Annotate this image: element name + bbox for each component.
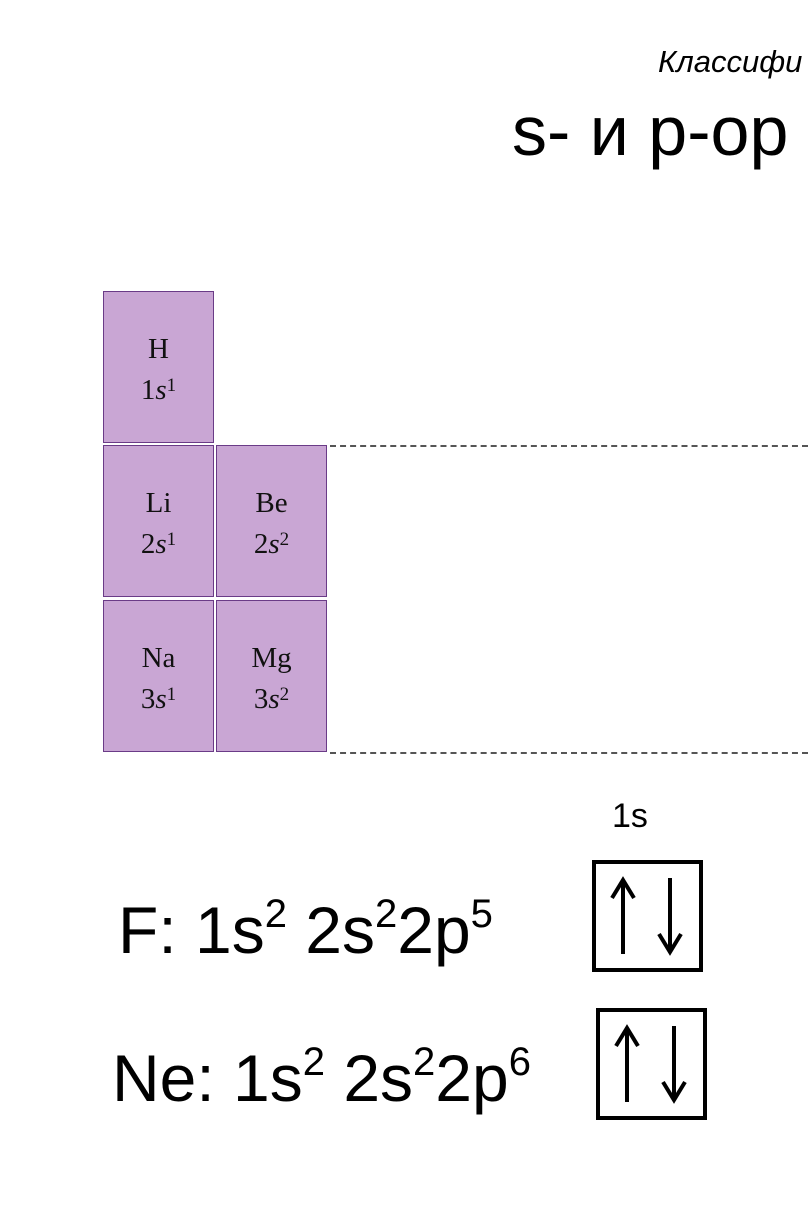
element-config: 1s1 bbox=[140, 374, 177, 406]
element-config: 3s2 bbox=[253, 683, 290, 715]
element-cell-mg: Mg 3s2 bbox=[216, 600, 327, 752]
element-symbol: H bbox=[148, 333, 169, 365]
down-arrow-icon bbox=[657, 878, 683, 956]
up-arrow-icon bbox=[614, 1024, 640, 1102]
element-cell-na: Na 3s1 bbox=[103, 600, 214, 752]
slide-title: s- и p-ор bbox=[512, 92, 789, 170]
element-config: 2s1 bbox=[140, 528, 177, 560]
orbital-box-neon-1s bbox=[596, 1008, 707, 1120]
slide-subtitle: Классифи bbox=[658, 44, 803, 79]
electron-pair-arrows bbox=[614, 1024, 687, 1104]
element-cell-h: H 1s1 bbox=[103, 291, 214, 443]
orbital-label: 1s bbox=[612, 797, 648, 835]
element-symbol: Be bbox=[255, 487, 288, 519]
config-fluorine: F: 1s2 2s22p5 bbox=[118, 892, 493, 967]
dashed-guide-bottom bbox=[330, 752, 808, 754]
electron-pair-arrows bbox=[610, 876, 683, 956]
orbital-box-fluorine-1s bbox=[592, 860, 703, 972]
element-symbol: Na bbox=[141, 642, 176, 674]
down-arrow-icon bbox=[661, 1026, 687, 1104]
element-symbol: Mg bbox=[251, 642, 292, 674]
config-neon: Ne: 1s2 2s22p6 bbox=[112, 1040, 531, 1115]
element-config: 2s2 bbox=[253, 528, 290, 560]
element-cell-be: Be 2s2 bbox=[216, 445, 327, 597]
element-config: 3s1 bbox=[140, 683, 177, 715]
up-arrow-icon bbox=[610, 876, 636, 954]
element-cell-li: Li 2s1 bbox=[103, 445, 214, 597]
dashed-guide-top bbox=[330, 445, 808, 447]
element-symbol: Li bbox=[145, 487, 172, 519]
